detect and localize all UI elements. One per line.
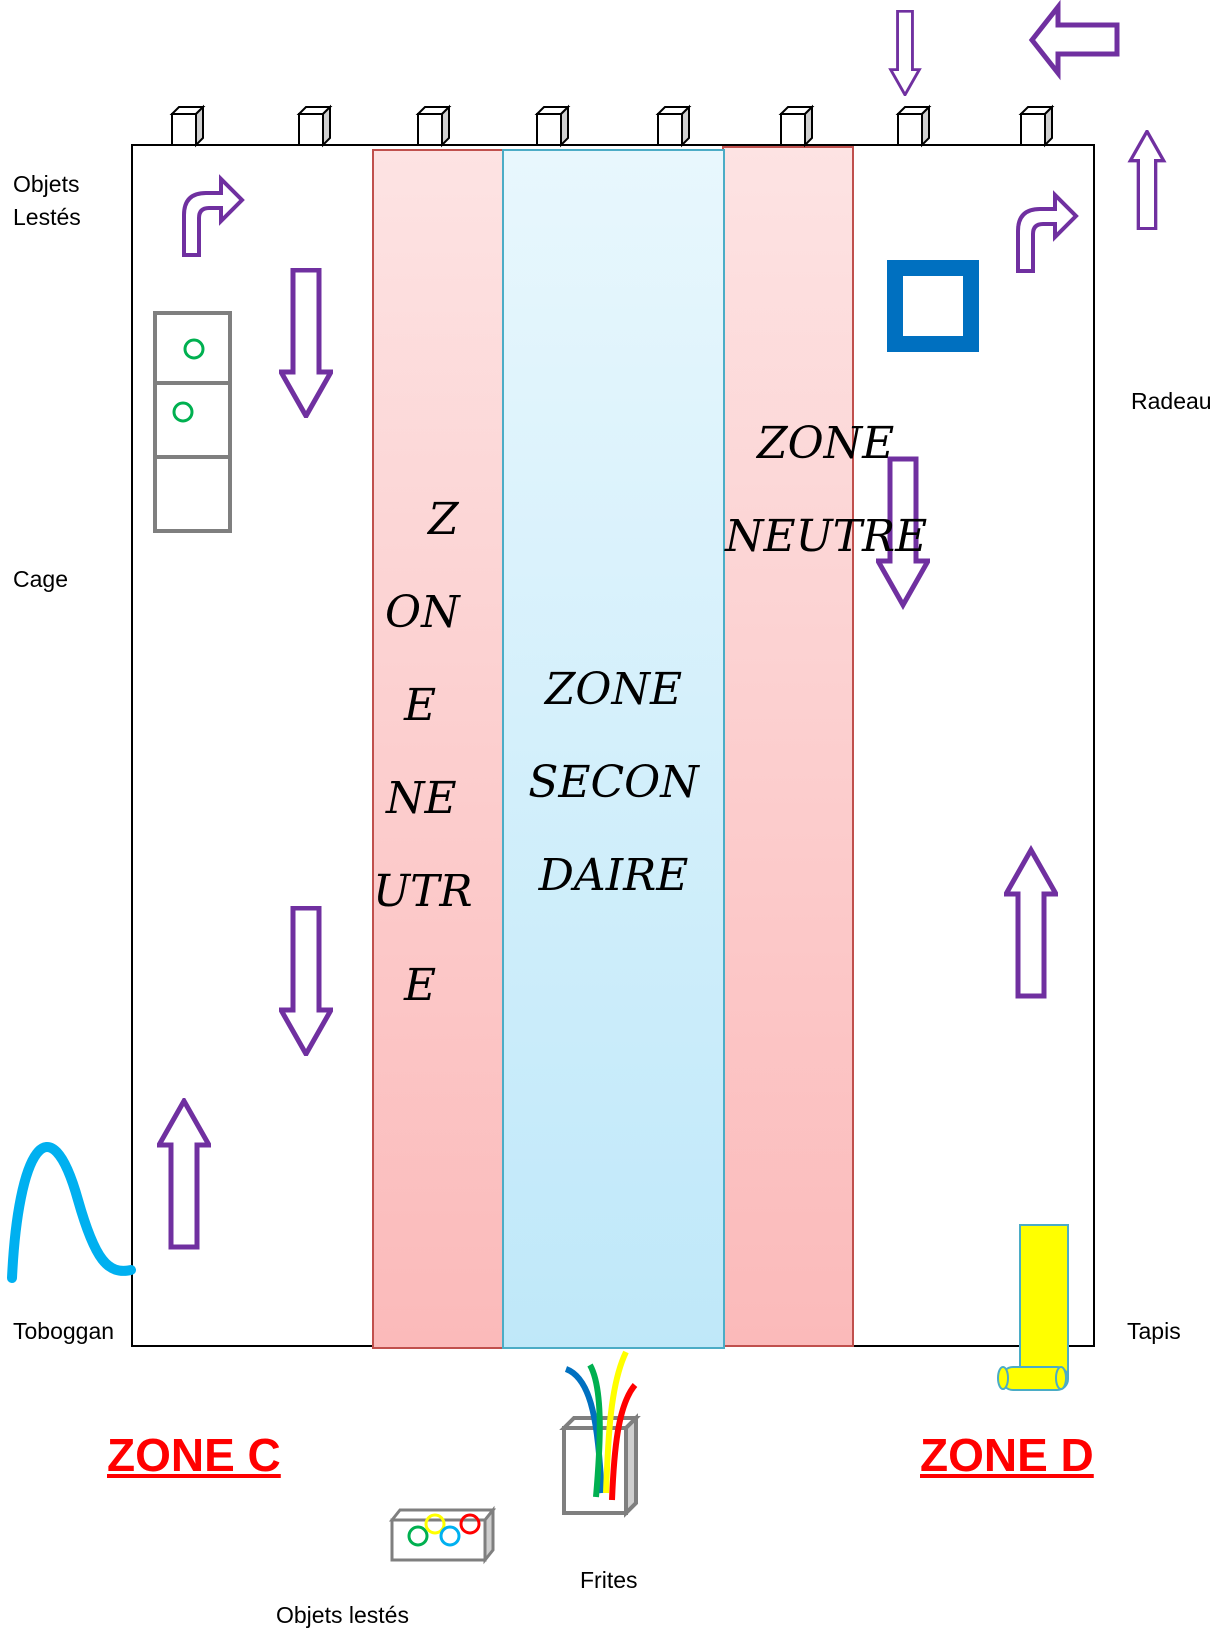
tapis-label: Tapis xyxy=(1127,1318,1181,1344)
zone-neutre-left-text: E xyxy=(404,960,437,1011)
arrow-turn-right-icon xyxy=(1016,190,1079,273)
objets-lestes-label-line: Objets xyxy=(13,171,80,197)
frites-label: Frites xyxy=(580,1567,638,1593)
tapis-icon xyxy=(997,1224,1069,1391)
starting-block xyxy=(415,104,452,148)
zone-neutre-left-text: NE xyxy=(386,773,457,824)
frites-icon xyxy=(559,1350,641,1518)
zone-d-label: ZONE D xyxy=(920,1429,1094,1481)
starting-block xyxy=(778,104,815,148)
starting-block xyxy=(296,104,333,148)
arrow-left-icon xyxy=(1028,0,1120,81)
objets-lestes-label: Objets Lestés xyxy=(13,168,81,235)
radeau-label: Radeau xyxy=(1131,388,1212,414)
toboggan-label: Toboggan xyxy=(13,1318,115,1344)
toboggan-icon xyxy=(7,1142,136,1283)
starting-blocks xyxy=(169,104,1055,148)
zone-neutre-left-text: E xyxy=(404,680,437,731)
objets-lestes-box-icon xyxy=(388,1505,497,1565)
zone-neutre-right-text: ZONE xyxy=(757,418,895,469)
starting-block xyxy=(1018,104,1055,148)
cage-label: Cage xyxy=(13,566,68,592)
starting-block xyxy=(655,104,692,148)
zone-secondaire-band xyxy=(502,149,725,1349)
arrow-turn-right-icon xyxy=(182,174,245,257)
objets-lestes-bottom-label: Objets lestés xyxy=(276,1602,409,1628)
zone-c-label: ZONE C xyxy=(107,1429,281,1481)
zone-neutre-right-band xyxy=(722,146,854,1347)
zone-secondaire-text: ZONE xyxy=(544,664,683,715)
arrow-down-icon xyxy=(891,11,920,95)
zone-neutre-left-text: Z xyxy=(428,494,459,545)
zone-neutre-right-text: NEUTRE xyxy=(725,511,928,562)
starting-block xyxy=(169,104,206,148)
zone-neutre-left-band xyxy=(372,149,504,1349)
starting-block xyxy=(534,104,571,148)
arrow-up-icon xyxy=(1130,131,1163,228)
zone-secondaire-text: SECON xyxy=(528,757,699,808)
radeau-icon xyxy=(887,260,979,352)
starting-block xyxy=(895,104,932,148)
zone-neutre-left-text: ON xyxy=(385,587,460,638)
zone-secondaire-text: DAIRE xyxy=(538,850,689,901)
objets-lestes-label-line: Lestés xyxy=(13,204,81,231)
cage-icon xyxy=(153,311,232,533)
zone-neutre-left-text: UTR xyxy=(373,866,473,917)
